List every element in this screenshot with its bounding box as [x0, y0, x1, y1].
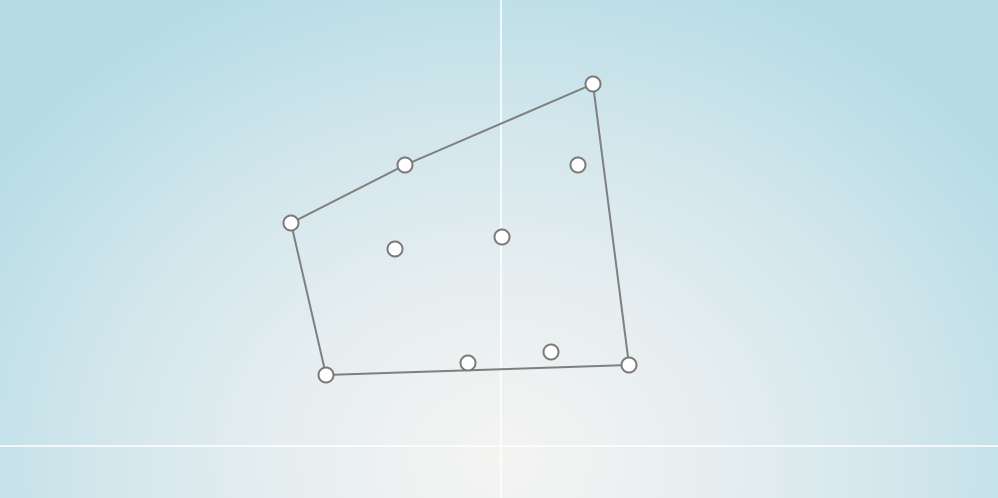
interior-point[interactable]	[386, 240, 404, 258]
interior-point[interactable]	[569, 156, 587, 174]
interior-point[interactable]	[459, 354, 477, 372]
hull-vertex-point[interactable]	[620, 356, 638, 374]
convex-hull-polygon	[290, 83, 630, 376]
hull-vertex-point[interactable]	[584, 75, 602, 93]
hull-vertex-point[interactable]	[282, 214, 300, 232]
interior-point[interactable]	[542, 343, 560, 361]
interior-point[interactable]	[493, 228, 511, 246]
hull-edge-point[interactable]	[396, 156, 414, 174]
hull-vertex-point[interactable]	[317, 366, 335, 384]
